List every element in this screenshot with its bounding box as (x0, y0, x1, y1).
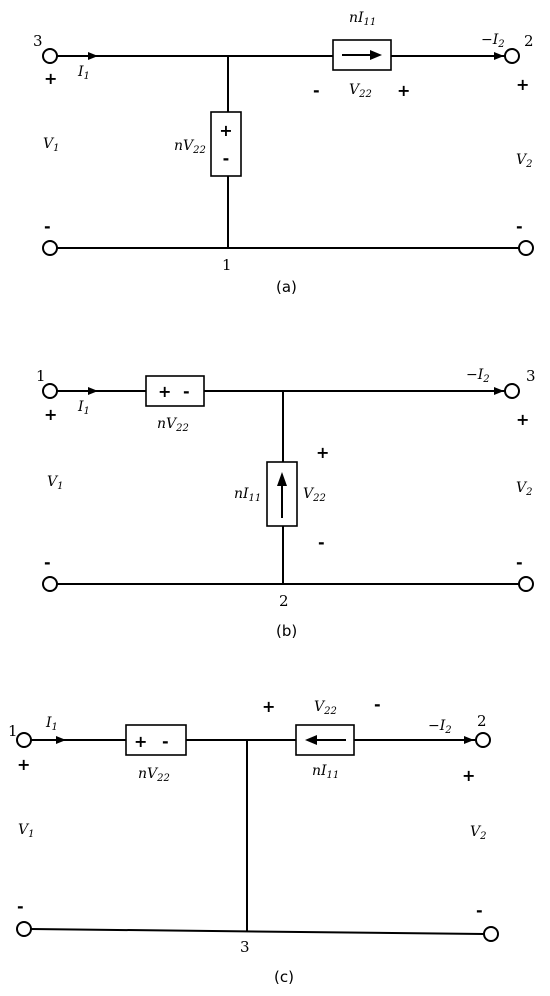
terminal-bottom-left (42, 576, 58, 592)
caption-c: (c) (274, 968, 294, 986)
v2-label: V2 (516, 152, 533, 170)
vsrc-plus: + (219, 121, 232, 140)
current-out-label: −I2 (466, 367, 490, 385)
vsrc-minus: - (183, 382, 190, 401)
src-volt-plus: + (262, 697, 275, 716)
current-source-voltage-label: V22 (303, 486, 326, 504)
v2-minus: - (516, 217, 523, 236)
current-source-arrowhead (305, 735, 317, 745)
terminal-bottom-left (16, 921, 32, 937)
voltage-source-box (125, 724, 187, 756)
v1-plus: + (17, 755, 30, 774)
v1-label: V1 (43, 136, 60, 154)
vsrc-minus: - (223, 149, 230, 168)
terminal-bottom-right (483, 926, 499, 942)
src-volt-minus: - (318, 533, 325, 552)
node-right-label: 2 (524, 32, 534, 50)
panel-c: + - 1 2 3 I1 −I2 + - + - V1 V2 nV22 nI11… (8, 695, 499, 986)
v1-minus: - (17, 897, 24, 916)
src-volt-minus: - (313, 81, 320, 100)
current-source-label: nI11 (349, 10, 376, 28)
current-in-arrowhead (88, 52, 98, 60)
current-in-label: I1 (77, 399, 90, 417)
terminal-top-left (42, 48, 58, 64)
node-bottom-label: 3 (240, 938, 250, 956)
current-source-arrowhead (277, 472, 287, 486)
vsrc-plus: + (158, 382, 171, 401)
v2-plus: + (516, 410, 529, 429)
node-left-label: 1 (36, 367, 46, 385)
node-right-label: 3 (526, 367, 536, 385)
terminal-top-left (16, 732, 32, 748)
terminal-top-left (42, 383, 58, 399)
current-in-label: I1 (77, 64, 90, 82)
v1-label: V1 (18, 822, 35, 840)
current-out-label: −I2 (428, 718, 452, 736)
v1-label: V1 (47, 474, 64, 492)
current-out-arrowhead (464, 736, 474, 744)
current-out-arrowhead (494, 52, 504, 60)
node-bottom-label: 2 (279, 592, 289, 610)
current-source-voltage-label: V22 (314, 699, 337, 717)
src-volt-plus: + (316, 443, 329, 462)
v2-plus: + (462, 766, 475, 785)
node-right-label: 2 (477, 712, 487, 730)
v2-minus: - (476, 901, 483, 920)
current-source-label: nI11 (234, 486, 261, 504)
panel-a: + - 3 2 1 I1 −I2 + - + - V1 V2 nI11 V22 … (33, 10, 534, 296)
terminal-top-right (475, 732, 491, 748)
v1-plus: + (44, 405, 57, 424)
voltage-source-label: nV22 (157, 416, 189, 434)
current-out-label: −I2 (481, 32, 505, 50)
node-left-label: 1 (8, 722, 18, 740)
v2-plus: + (516, 75, 529, 94)
terminal-bottom-right (518, 240, 534, 256)
voltage-source-box (145, 375, 205, 407)
voltage-source-box (210, 111, 242, 177)
panel-b: + - 1 3 2 I1 −I2 + - + - V1 V2 nV22 nI11… (36, 367, 536, 640)
node-bottom-label: 1 (222, 256, 232, 274)
voltage-source-label: nV22 (174, 138, 206, 156)
node-left-label: 3 (33, 32, 43, 50)
bottom-wire (30, 928, 485, 935)
vsrc-plus: + (134, 732, 147, 751)
v2-label: V2 (516, 480, 533, 498)
src-volt-plus: + (397, 81, 410, 100)
v2-minus: - (516, 553, 523, 572)
current-in-label: I1 (45, 715, 58, 733)
caption-b: (b) (276, 622, 297, 640)
v1-minus: - (44, 553, 51, 572)
src-volt-minus: - (374, 695, 381, 714)
current-in-arrowhead (56, 736, 66, 744)
vsrc-minus: - (162, 732, 169, 751)
current-out-arrowhead (494, 387, 504, 395)
terminal-top-right (504, 48, 520, 64)
terminal-top-right (504, 383, 520, 399)
terminal-bottom-left (42, 240, 58, 256)
v1-plus: + (44, 69, 57, 88)
current-source-label: nI11 (312, 763, 339, 781)
v1-minus: - (44, 217, 51, 236)
current-source-voltage-label: V22 (349, 82, 372, 100)
current-in-arrowhead (88, 387, 98, 395)
caption-a: (a) (276, 278, 297, 296)
voltage-source-label: nV22 (138, 766, 170, 784)
terminal-bottom-right (518, 576, 534, 592)
v2-label: V2 (470, 824, 487, 842)
current-source-arrowhead (370, 50, 382, 60)
